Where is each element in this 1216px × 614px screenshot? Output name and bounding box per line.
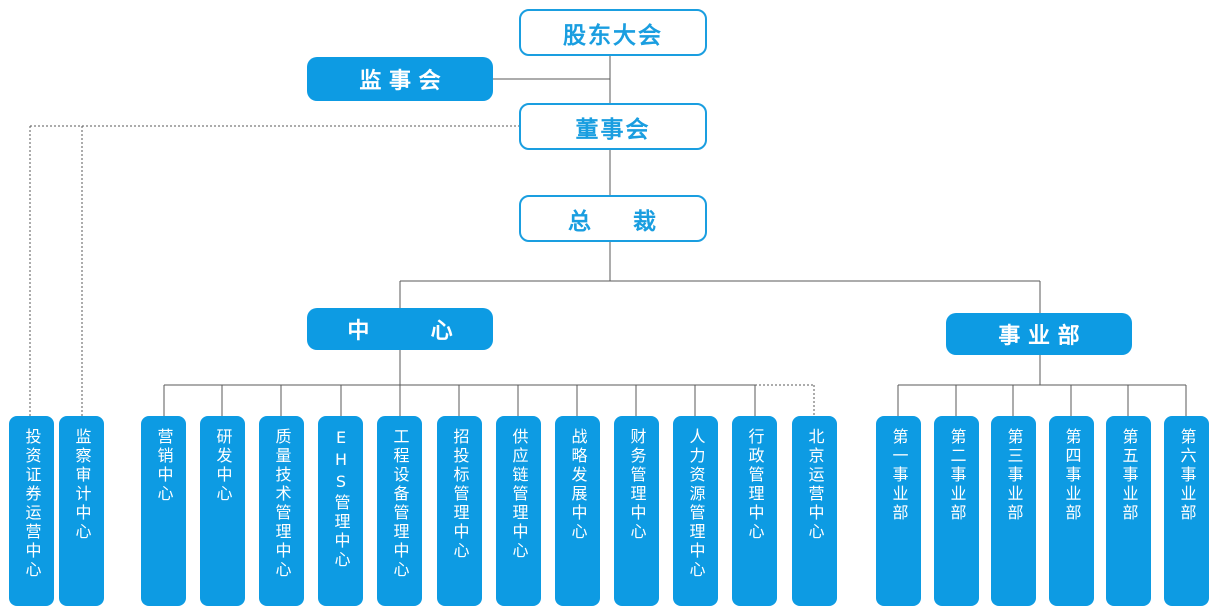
unit-investment-securities: 投资证券运营中心 (9, 416, 54, 606)
center-beijing-ops: 北京运营中心 (792, 416, 837, 606)
center-quality-tech: 质量技术管理中心 (259, 416, 304, 606)
center-label: 研发中心 (213, 428, 233, 504)
center-label: 营销中心 (154, 428, 174, 504)
unit-label: 监察审计中心 (72, 428, 92, 542)
center-label: 北京运营中心 (805, 428, 825, 542)
business-unit-label: 第一事业部 (889, 428, 909, 523)
center-label: 质量技术管理中心 (272, 428, 292, 580)
board-of-directors-box: 董事会 (519, 103, 707, 150)
business-unit-label: 第三事业部 (1004, 428, 1024, 523)
center-supply-chain: 供应链管理中心 (496, 416, 541, 606)
business-unit-label: 第四事业部 (1062, 428, 1082, 523)
center-bidding: 招投标管理中心 (437, 416, 482, 606)
center-rnd: 研发中心 (200, 416, 245, 606)
center-label: 战略发展中心 (568, 428, 588, 542)
center-strategy: 战略发展中心 (555, 416, 600, 606)
centers-group-box: 中 心 (307, 308, 493, 350)
business-unit-4: 第四事业部 (1049, 416, 1094, 606)
center-marketing: 营销中心 (141, 416, 186, 606)
center-hr: 人力资源管理中心 (673, 416, 718, 606)
center-finance: 财务管理中心 (614, 416, 659, 606)
president-box: 总 裁 (519, 195, 707, 242)
business-units-group-box: 事 业 部 (946, 313, 1132, 355)
business-unit-3: 第三事业部 (991, 416, 1036, 606)
center-engineering: 工程设备管理中心 (377, 416, 422, 606)
center-label: 人力资源管理中心 (686, 428, 706, 580)
center-label: 招投标管理中心 (450, 428, 470, 561)
business-unit-5: 第五事业部 (1106, 416, 1151, 606)
business-unit-label: 第二事业部 (947, 428, 967, 523)
center-ehs: EHS管理中心 (318, 416, 363, 606)
unit-audit-supervision: 监察审计中心 (59, 416, 104, 606)
unit-label: 投资证券运营中心 (22, 428, 42, 580)
center-label: 财务管理中心 (627, 428, 647, 542)
business-unit-1: 第一事业部 (876, 416, 921, 606)
center-label: EHS管理中心 (331, 428, 351, 570)
supervisory-board-box: 监 事 会 (307, 57, 493, 101)
center-label: 工程设备管理中心 (390, 428, 410, 580)
center-label: 供应链管理中心 (509, 428, 529, 561)
business-unit-label: 第五事业部 (1119, 428, 1139, 523)
business-unit-2: 第二事业部 (934, 416, 979, 606)
business-unit-label: 第六事业部 (1177, 428, 1197, 523)
center-label: 行政管理中心 (745, 428, 765, 542)
center-admin: 行政管理中心 (732, 416, 777, 606)
business-unit-6: 第六事业部 (1164, 416, 1209, 606)
shareholders-meeting-box: 股东大会 (519, 9, 707, 56)
